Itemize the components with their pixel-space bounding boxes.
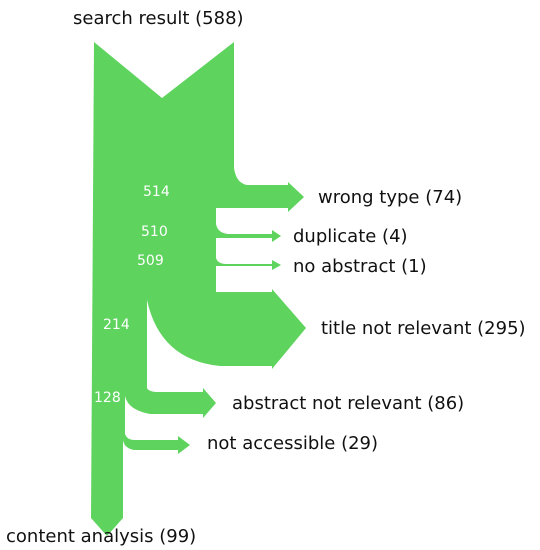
arrow-abstract-not-relevant <box>203 388 216 418</box>
exit-label-title-not-relevant: title not relevant (295) <box>321 318 526 339</box>
branch-not-accessible <box>123 434 180 450</box>
exit-label-abstract-not-relevant: abstract not relevant (86) <box>232 393 464 414</box>
source-label: search result (588) <box>73 8 244 29</box>
branch-wrong-type <box>216 168 290 208</box>
arrow-duplicate <box>272 230 281 242</box>
exit-label-wrong-type: wrong type (74) <box>318 187 462 208</box>
exit-label-no-abstract: no abstract (1) <box>293 256 427 277</box>
exit-label-duplicate: duplicate (4) <box>293 226 408 247</box>
running-total-label: 510 <box>141 224 168 240</box>
main-flow <box>91 42 234 518</box>
running-total-label: 214 <box>103 317 130 333</box>
branch-duplicate <box>216 224 274 238</box>
arrow-title-not-relevant <box>272 289 306 369</box>
sink-arrow <box>91 518 123 536</box>
sink-label: content analysis (99) <box>6 526 196 547</box>
arrow-not-accessible <box>178 436 190 454</box>
flow-shapes <box>91 42 306 536</box>
branch-no-abstract <box>216 258 274 266</box>
arrow-wrong-type <box>288 182 304 212</box>
running-total-label: 514 <box>143 184 170 200</box>
branch-title-not-relevant <box>147 292 274 366</box>
branch-abstract-not-relevant <box>125 388 205 414</box>
exit-label-not-accessible: not accessible (29) <box>207 433 378 454</box>
running-total-label: 509 <box>137 253 164 269</box>
arrow-no-abstract <box>272 260 281 270</box>
running-total-label: 128 <box>94 390 121 406</box>
